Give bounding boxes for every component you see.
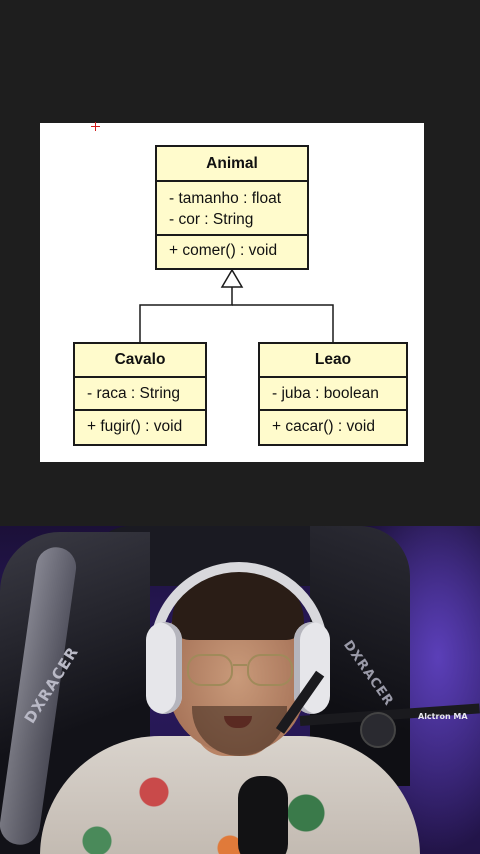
attribute-row: - raca : String: [87, 385, 181, 402]
operation-row: + comer() : void: [169, 242, 278, 259]
class-animal-name: Animal: [157, 147, 307, 182]
class-cavalo[interactable]: Cavalo - raca : String + fugir() : void: [73, 342, 207, 446]
microphone-icon: [238, 776, 288, 854]
person-mouth: [224, 716, 252, 728]
mic-arm-knob: [360, 712, 396, 748]
class-leao-operations: + cacar() : void: [260, 411, 406, 444]
class-cavalo-operations: + fugir() : void: [75, 411, 205, 444]
class-cavalo-attributes: - raca : String: [75, 378, 205, 411]
attribute-row: - juba : boolean: [272, 385, 379, 402]
class-leao[interactable]: Leao - juba : boolean + cacar() : void: [258, 342, 408, 446]
operation-row: + fugir() : void: [87, 418, 183, 435]
class-leao-name: Leao: [260, 344, 406, 378]
headphone-earcup-left: [146, 622, 182, 714]
class-animal-operations: + comer() : void: [157, 236, 307, 268]
headphones-icon: [150, 562, 328, 682]
class-animal-attributes: - tamanho : float - cor : String: [157, 182, 307, 236]
operation-row: + cacar() : void: [272, 418, 375, 435]
class-animal[interactable]: Animal - tamanho : float - cor : String …: [155, 145, 309, 270]
class-leao-attributes: - juba : boolean: [260, 378, 406, 411]
crosshair-cursor-icon: [91, 122, 100, 131]
mic-arm-brand-label: Alctron MA: [418, 712, 468, 721]
class-cavalo-name: Cavalo: [75, 344, 205, 378]
attribute-row: - cor : String: [169, 211, 254, 228]
attribute-row: - tamanho : float: [169, 190, 282, 207]
webcam-video-feed: DXRACER DXRACER Alctron MA: [0, 526, 480, 854]
